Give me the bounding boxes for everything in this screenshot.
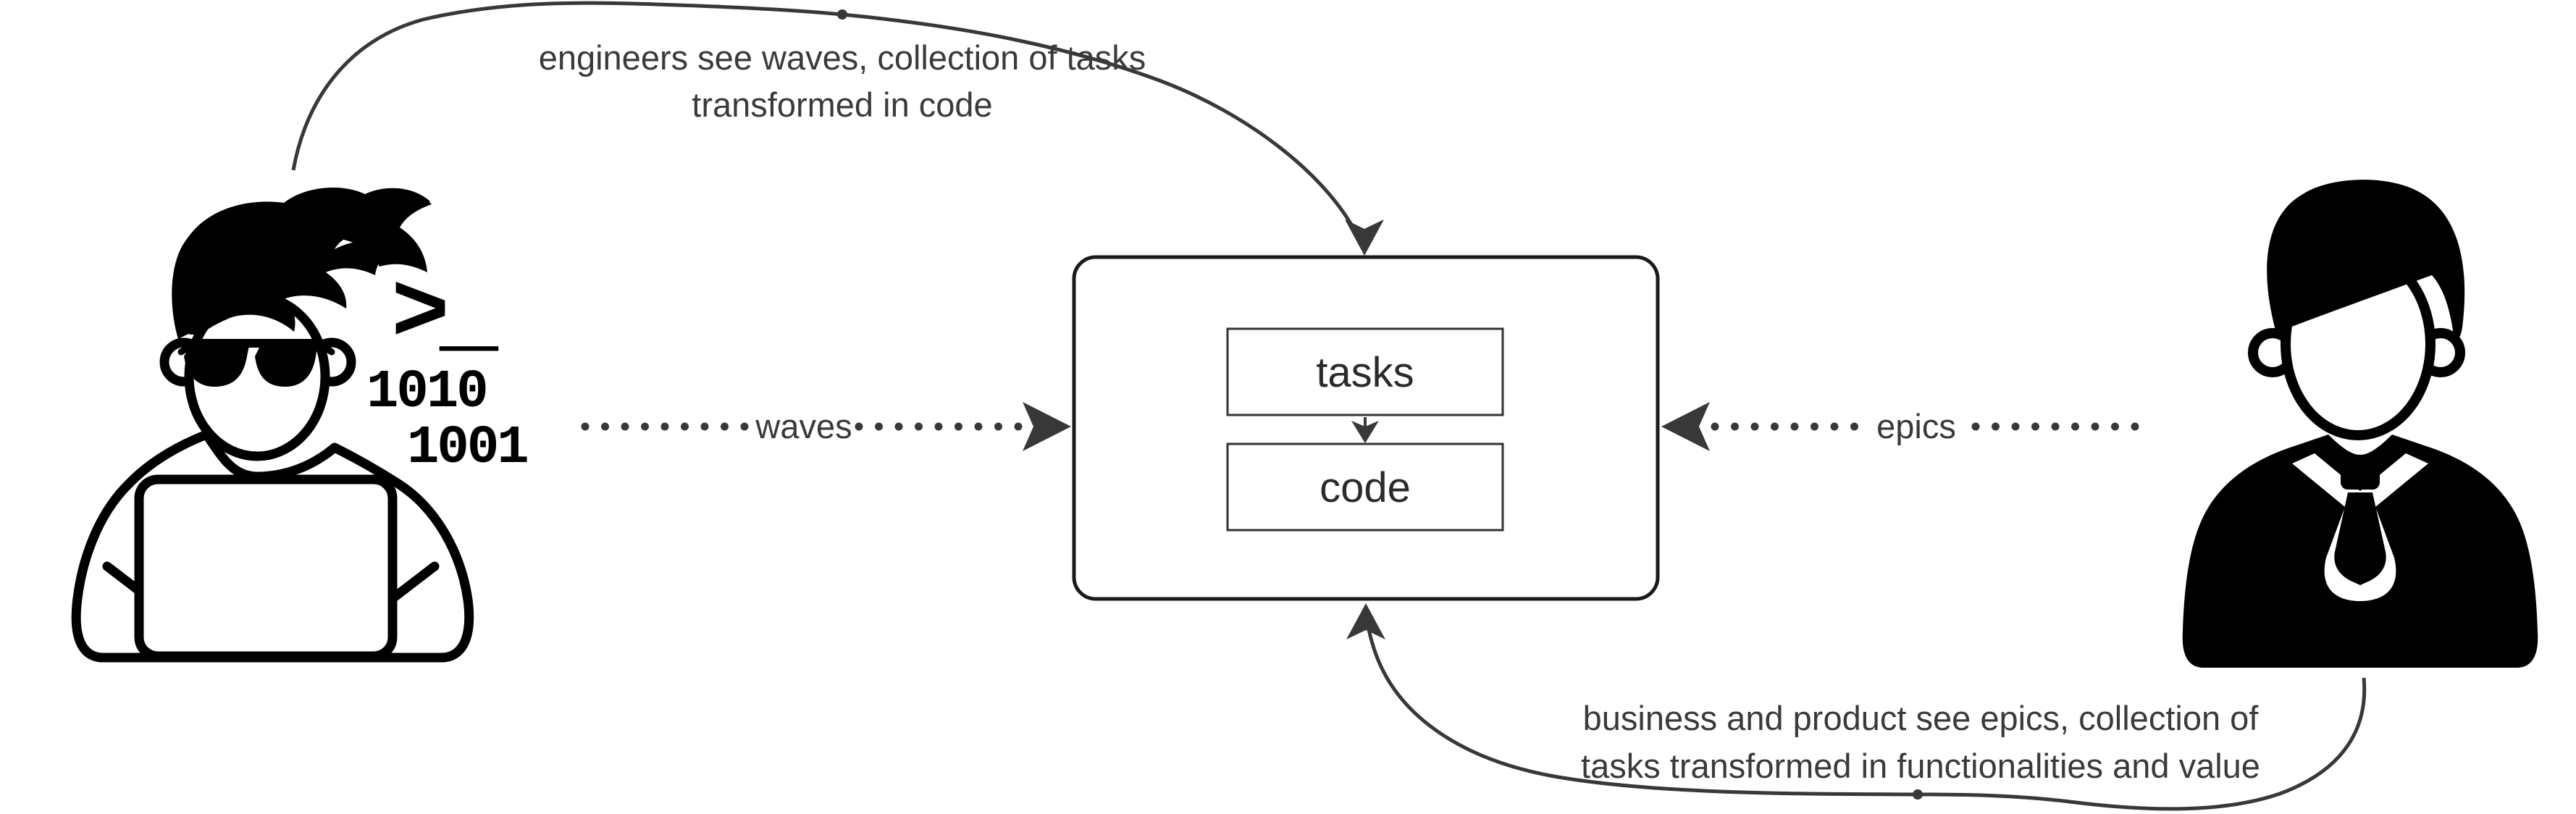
binary-line1: 1010 <box>366 362 487 423</box>
arrowhead-down-icon <box>1345 219 1384 256</box>
top-annotation-line1: engineers see waves, collection of tasks <box>539 38 1146 77</box>
curve-midpoint-dot <box>837 9 847 20</box>
business-to-box-curve <box>1346 603 2367 811</box>
terminal-prompt-icon: >_ <box>391 259 509 370</box>
businessman-icon <box>2182 180 2538 668</box>
bottom-annotation: business and product see epics, collecti… <box>1581 699 2260 785</box>
engineer-hair-front <box>172 190 432 339</box>
top-annotation: engineers see waves, collection of tasks… <box>539 38 1146 124</box>
waves-dotted-arrow: waves <box>581 402 1071 451</box>
arrowhead-down-icon <box>1351 421 1379 443</box>
binary-line2: 1001 <box>407 418 527 479</box>
epics-label: epics <box>1876 407 1956 445</box>
arrowhead-up-icon <box>1346 603 1385 639</box>
businessman-hair <box>2267 180 2465 340</box>
curve-midpoint-dot <box>1913 789 1923 800</box>
epics-dotted-arrow: epics <box>1661 402 2152 451</box>
tasks-label: tasks <box>1316 349 1414 396</box>
arrowhead-right-icon <box>1023 402 1071 451</box>
sunglasses-icon <box>177 339 335 387</box>
tie-icon <box>2334 461 2386 585</box>
terminal-prompt-text: >_ <box>391 259 499 370</box>
tasks-to-code-arrow <box>1351 417 1379 443</box>
laptop-icon <box>134 474 398 661</box>
tasks-box <box>1226 327 1504 416</box>
right-wrist-line <box>386 561 440 605</box>
arrowhead-left-icon <box>1661 402 1710 451</box>
top-annotation-line2: transformed in code <box>692 85 992 124</box>
bottom-annotation-line1: business and product see epics, collecti… <box>1583 699 2260 737</box>
code-box <box>1226 442 1504 532</box>
binary-code-icon: 1010 1001 <box>366 362 529 479</box>
bottom-annotation-line2: tasks transformed in functionalities and… <box>1581 747 2260 785</box>
engineer-icon: >_ 1010 1001 <box>71 187 529 663</box>
central-box: tasks code <box>1072 255 1660 601</box>
code-label: code <box>1320 464 1411 511</box>
waves-label: waves <box>755 407 852 445</box>
engineer-to-box-curve <box>291 1 1384 256</box>
